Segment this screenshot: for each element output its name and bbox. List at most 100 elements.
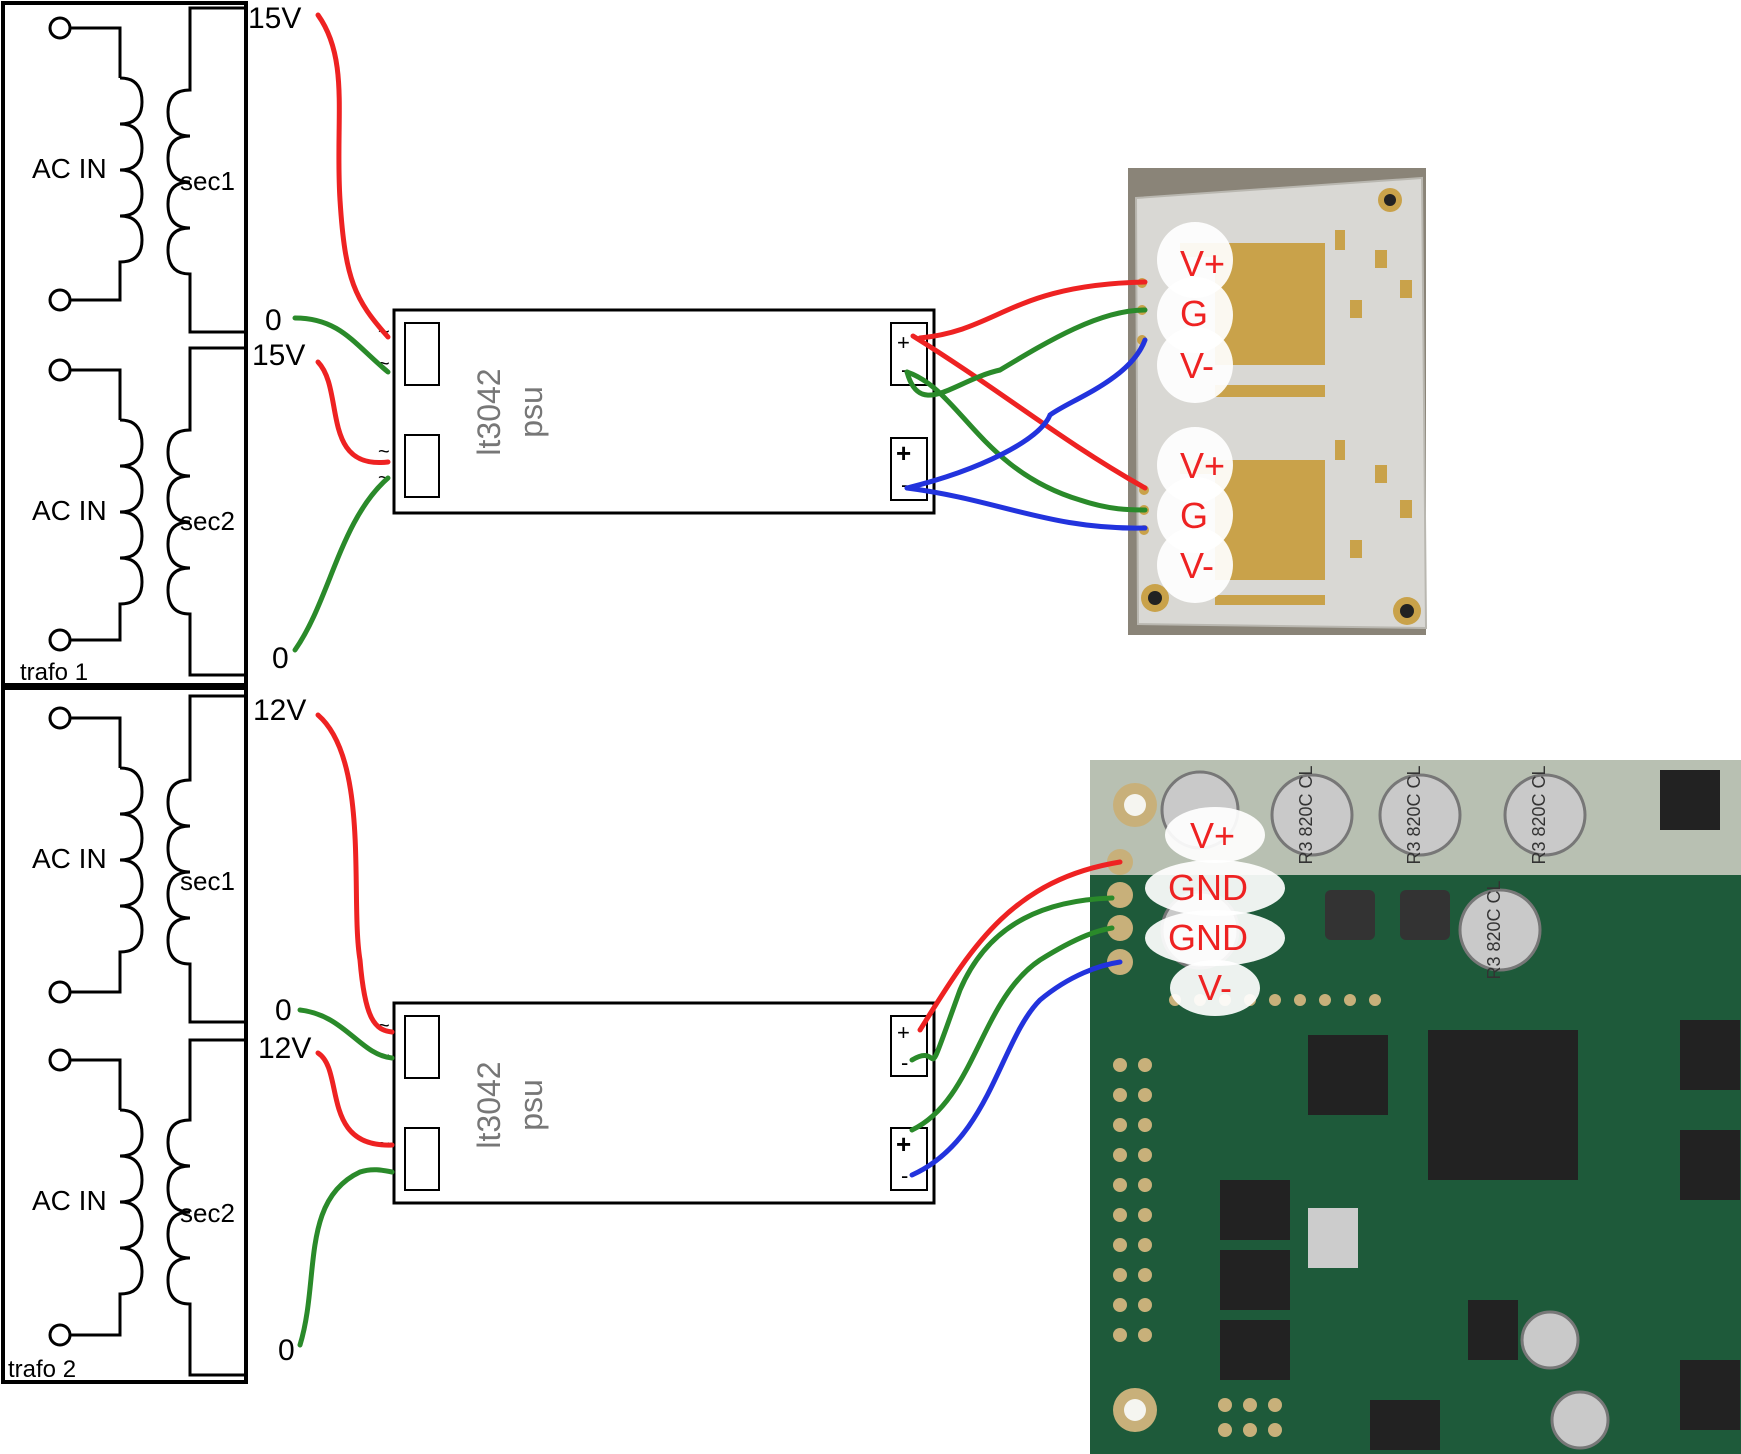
wires-top-input <box>292 12 391 653</box>
psu-bottom: + - + - ~ ~ ~ ~ lt3042 psu <box>378 1001 936 1205</box>
vminus-label: V- <box>1180 345 1214 386</box>
fpga-board: R3 820C CL R3 820C CL R3 820C CL R3 820C… <box>1090 760 1741 1454</box>
gnd-label: GND <box>1168 867 1248 908</box>
wire-vplus-red <box>910 333 1148 491</box>
secondary-coil-icon <box>166 694 244 1024</box>
plus-label: + <box>896 438 911 468</box>
wire-vplus-red <box>917 279 1148 341</box>
tap-0-label: 0 <box>265 304 282 337</box>
ac-in-label: AC IN <box>32 153 107 184</box>
wire-vminus-blue <box>909 959 1123 1178</box>
ac-input-terminal <box>404 434 440 498</box>
terminal-icon <box>48 288 72 312</box>
cap-marking: R3 820C CL <box>1529 765 1549 864</box>
terminal-icon <box>48 628 72 652</box>
gold-pad <box>1215 460 1325 580</box>
psu-name: lt3042 <box>471 1061 507 1148</box>
inductor-icon <box>1400 890 1450 940</box>
wire-g-green <box>904 307 1148 398</box>
inductor-icon <box>1325 890 1375 940</box>
ic-chip <box>1220 1180 1290 1240</box>
wire-12v-red <box>315 1050 395 1148</box>
vplus-label: V+ <box>1180 243 1225 284</box>
sec1-label: sec1 <box>180 866 235 896</box>
trafo-2: AC IN sec1 AC IN sec2 trafo 2 <box>1 686 248 1384</box>
ac-symbol: ~ <box>378 353 390 375</box>
minus-label: - <box>901 1050 908 1075</box>
tap-15v-label: 15V <box>252 339 305 372</box>
wire-0-green <box>292 315 391 375</box>
vminus-label: V- <box>1180 545 1214 586</box>
ic-chip <box>1680 1020 1740 1090</box>
ic-chip <box>1468 1300 1518 1360</box>
trafo-1: AC IN sec1 AC IN sec2 trafo 1 <box>1 1 248 687</box>
ac-in-label: AC IN <box>32 495 107 526</box>
gnd-label: GND <box>1168 917 1248 958</box>
wire-gnd-green <box>909 925 1115 1133</box>
wire-0-green <box>297 1167 395 1348</box>
wire-g-green <box>904 369 1148 513</box>
sec2-label: sec2 <box>180 506 235 536</box>
plus-label: + <box>897 330 910 355</box>
trafo-1-frame <box>1 1 248 687</box>
ac-in-label: AC IN <box>32 1185 107 1216</box>
ic-chip <box>1220 1250 1290 1310</box>
minus-label: - <box>901 472 908 497</box>
tap-15v-label: 15V <box>248 2 301 35</box>
wire-15v-red <box>315 12 391 340</box>
psu-sub: psu <box>513 1079 549 1131</box>
ac-in-label: AC IN <box>32 843 107 874</box>
plus-label: + <box>897 1020 910 1045</box>
primary-coil-icon <box>70 766 144 994</box>
g-label: G <box>1180 495 1208 536</box>
ic-chip <box>1680 1360 1740 1430</box>
fpga-chip <box>1428 1030 1578 1180</box>
wires-bottom-input <box>297 712 395 1348</box>
wire-vplus-red <box>917 859 1123 1033</box>
psu-bottom-box <box>392 1001 936 1205</box>
ic-chip <box>1680 1130 1740 1200</box>
minus-label: - <box>901 1163 908 1188</box>
primary-coil-icon <box>70 418 144 642</box>
ac-symbol: ~ <box>378 467 390 489</box>
psu-sub: psu <box>513 386 549 438</box>
tap-12v-label: 12V <box>258 1032 311 1065</box>
ic-chip <box>1660 770 1720 830</box>
tap-0-label: 0 <box>272 642 289 675</box>
minus-label: - <box>901 357 908 382</box>
primary-coil-icon <box>70 76 144 302</box>
cap-marking: R3 820C CL <box>1484 880 1504 979</box>
ac-input-terminal <box>404 322 440 386</box>
wires-top-output <box>904 279 1148 531</box>
ic-chip <box>1220 1320 1290 1380</box>
cap-marking: R3 820C CL <box>1404 765 1424 864</box>
ic-chip <box>1370 1400 1440 1450</box>
ic-chip <box>1308 1035 1388 1115</box>
terminal-icon <box>48 358 72 382</box>
wire-15v-red <box>315 359 391 465</box>
gold-pad <box>1215 243 1325 365</box>
primary-coil-icon <box>70 1108 144 1337</box>
ac-input-terminal <box>404 1127 440 1191</box>
tap-0-label: 0 <box>278 1334 295 1367</box>
tap-0-label: 0 <box>275 994 292 1027</box>
wire-12v-red <box>315 712 395 1035</box>
psu-top-box <box>392 308 936 515</box>
psu-top: + - + - ~ ~ ~ ~ lt3042 psu <box>378 308 936 515</box>
terminal-icon <box>48 1323 72 1347</box>
wire-vminus-blue <box>904 485 1148 531</box>
sec1-label: sec1 <box>180 166 235 196</box>
secondary-coil-icon <box>166 1038 244 1377</box>
crystal-icon <box>1308 1208 1358 1268</box>
connector-pin <box>1107 882 1133 908</box>
wire-gnd-green <box>909 895 1115 1063</box>
vminus-label: V- <box>1198 967 1232 1008</box>
trafo-2-label: trafo 2 <box>8 1356 76 1383</box>
vplus-label: V+ <box>1190 815 1235 856</box>
secondary-coil-icon <box>166 6 244 334</box>
cap-marking: R3 820C CL <box>1296 765 1316 864</box>
trafo-2-frame <box>1 686 248 1384</box>
ac-symbol: ~ <box>378 1015 390 1037</box>
terminal-icon <box>48 1048 72 1072</box>
wire-vminus-blue <box>904 337 1148 491</box>
